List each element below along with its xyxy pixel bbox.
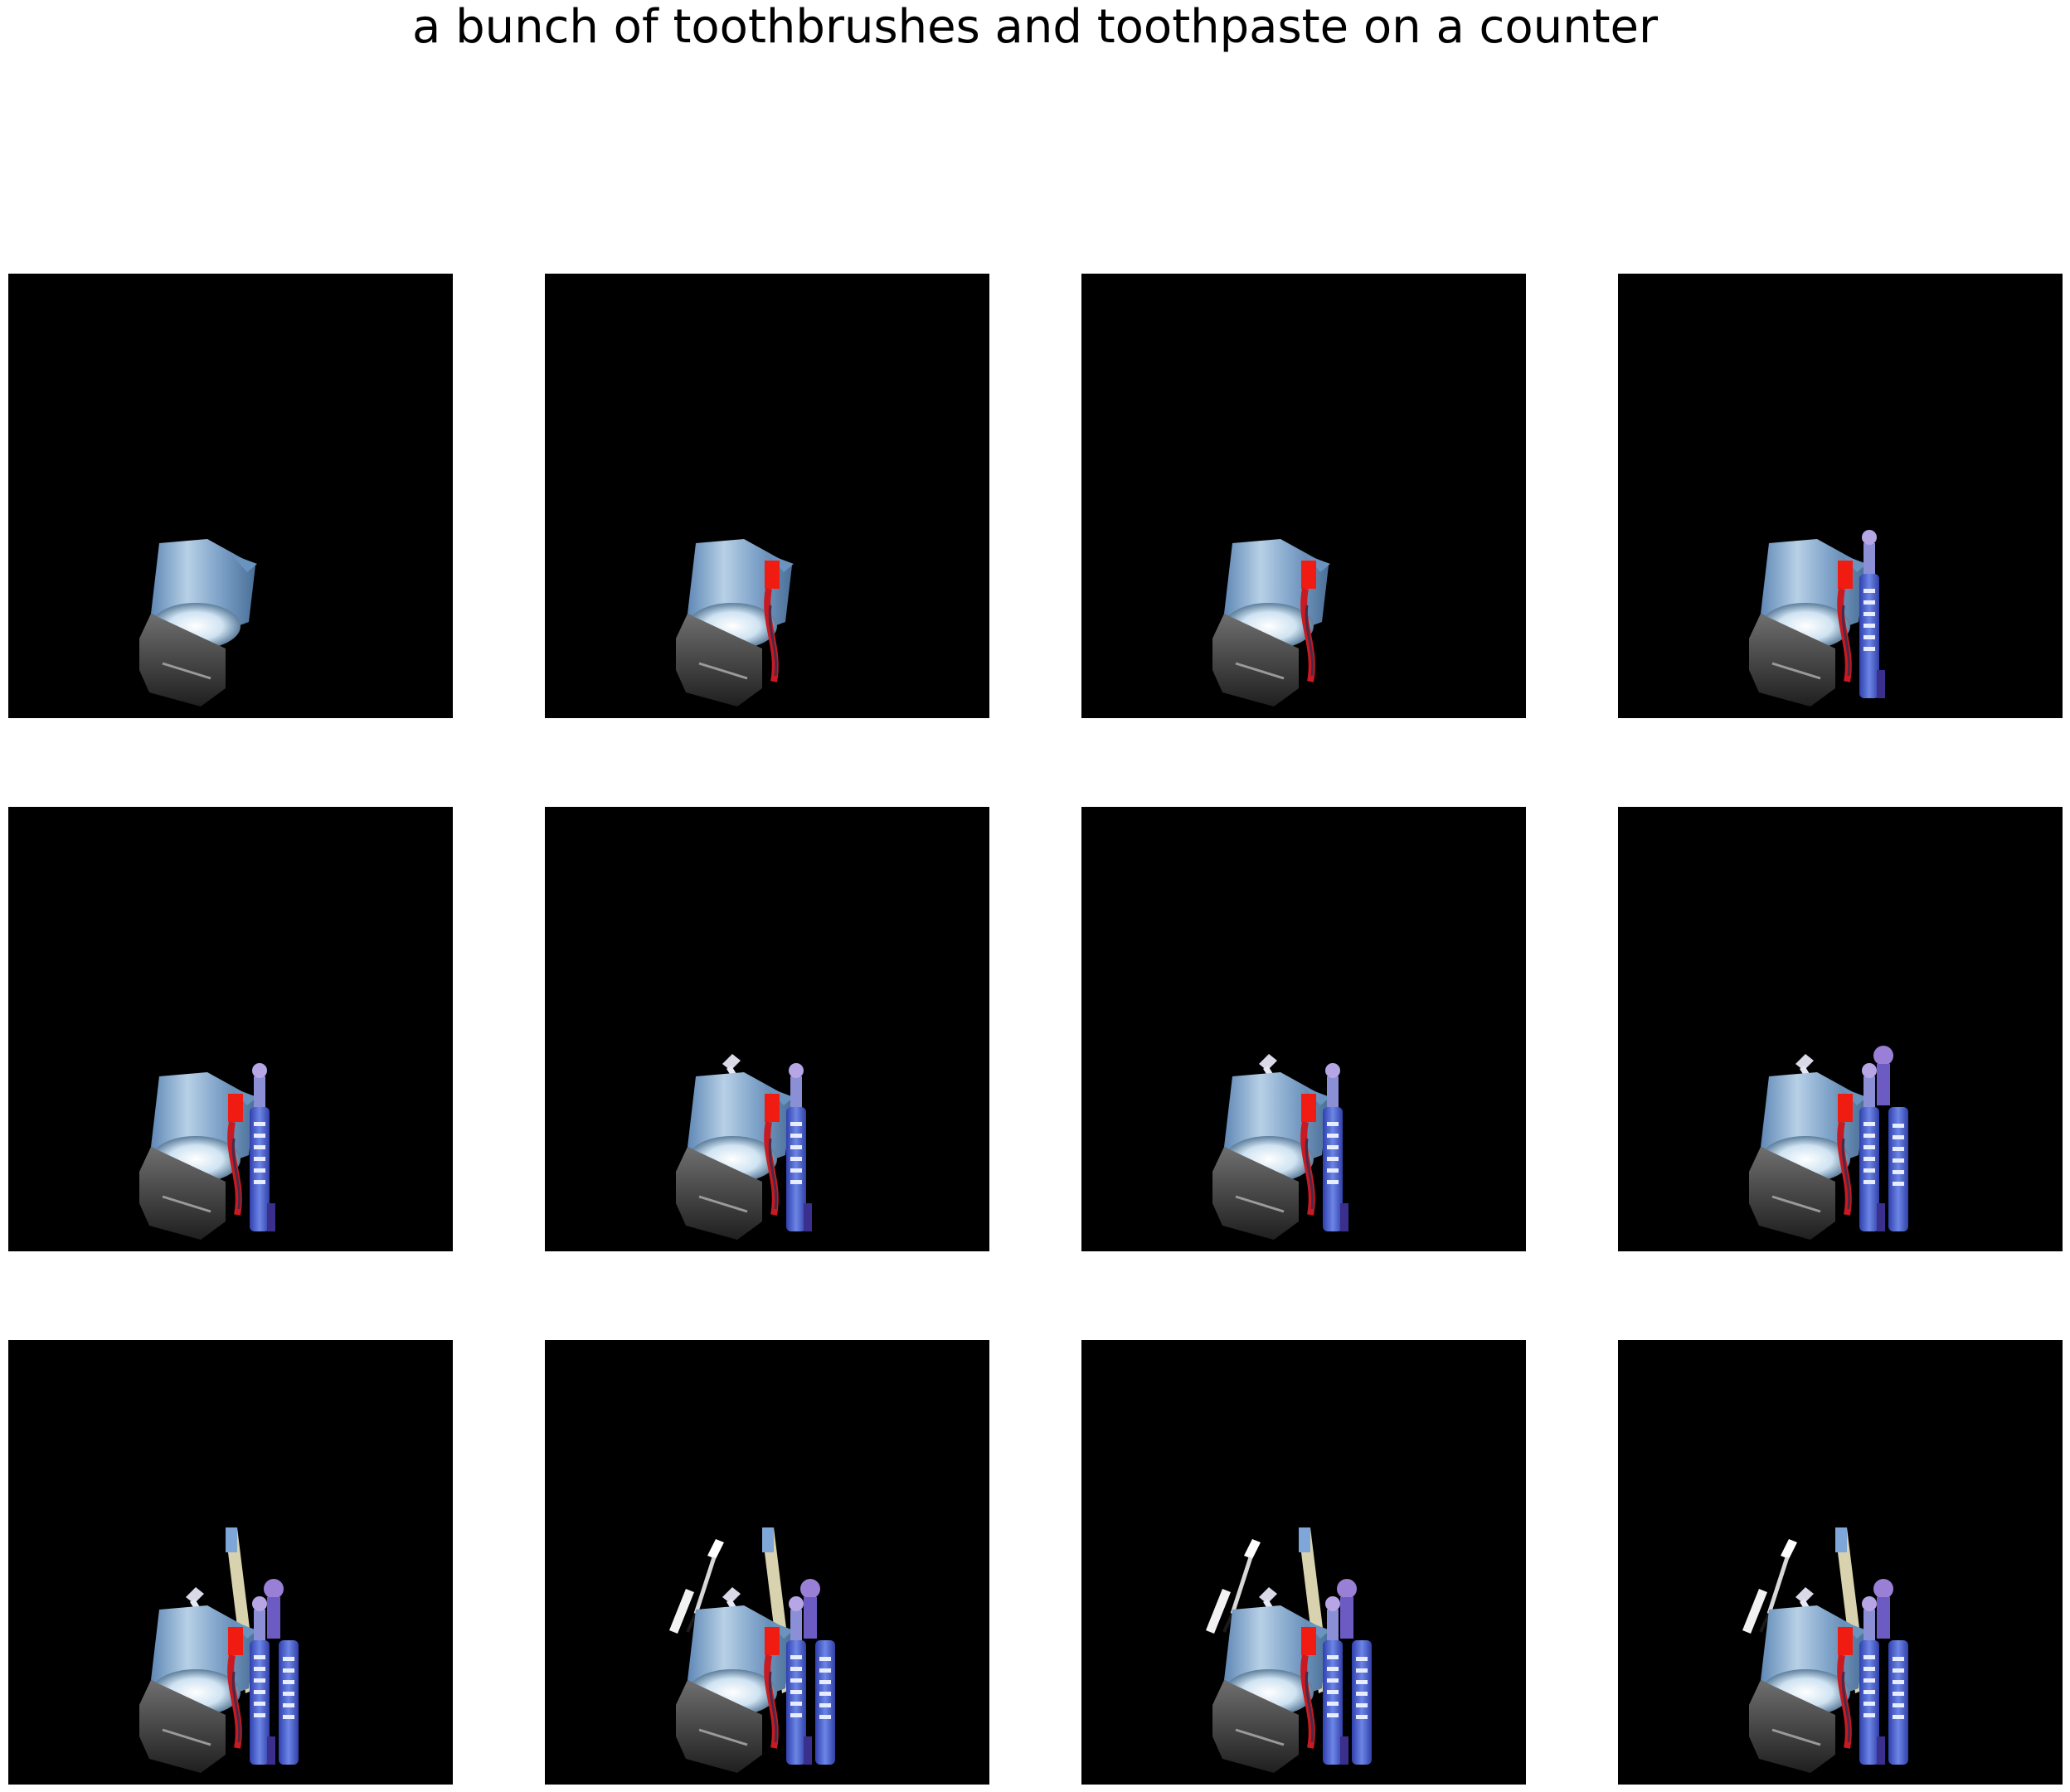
frame-image [1749,1046,1908,1240]
purple-toothbrush-object [264,1579,299,1765]
frame-image [669,1527,835,1773]
frame-7 [1081,807,1526,1251]
red-toothbrush-object [227,1094,243,1216]
purple-toothbrush-object [1337,1579,1372,1765]
frame-image [139,1063,275,1240]
electric-toothbrush-object [250,1596,275,1765]
frame-image [1749,530,1885,707]
frame-6 [545,807,989,1251]
figure-title: a bunch of toothbrushes and toothpaste o… [411,0,1659,54]
electric-toothbrush-object [1859,1596,1885,1765]
white-toothbrush-object [1742,1539,1797,1634]
frame-1 [8,274,453,718]
frame-8 [1618,807,2063,1251]
white-toothbrush-object [1206,1539,1261,1634]
cup-object [139,539,257,707]
frame-image [1206,1527,1372,1773]
red-toothbrush-object [1837,1094,1853,1216]
electric-toothbrush-object [250,1063,275,1231]
frame-11 [1081,1340,1526,1785]
frame-9 [8,1340,453,1785]
frame-2 [545,274,989,718]
frame-image [1742,1527,1908,1773]
frame-image [1212,539,1330,707]
frame-image [1212,1054,1348,1240]
red-toothbrush-object [227,1627,243,1749]
cup-object [139,1072,257,1240]
frame-10 [545,1340,989,1785]
frame-image [676,1054,812,1240]
frame-image [139,539,257,707]
red-toothbrush-object [1837,1627,1853,1749]
electric-toothbrush-object [786,1063,812,1231]
purple-toothbrush-object [1873,1046,1908,1231]
electric-toothbrush-object [1323,1063,1348,1231]
red-toothbrush-object [764,1627,780,1749]
electric-toothbrush-object [1859,530,1885,698]
red-toothbrush-object [1300,561,1316,682]
red-toothbrush-object [1837,561,1853,682]
frame-5 [8,807,453,1251]
purple-toothbrush-object [1873,1579,1908,1765]
red-toothbrush-object [764,1094,780,1216]
electric-toothbrush-object [1859,1063,1885,1231]
red-toothbrush-object [1300,1627,1316,1749]
frame-image [139,1527,299,1773]
white-toothbrush-object [669,1539,724,1634]
frame-12 [1618,1340,2063,1785]
red-toothbrush-object [764,561,780,682]
frame-3 [1081,274,1526,718]
purple-toothbrush-object [800,1579,835,1765]
electric-toothbrush-object [1323,1596,1348,1765]
electric-toothbrush-object [786,1596,812,1765]
frame-4 [1618,274,2063,718]
frame-image [676,539,794,707]
red-toothbrush-object [1300,1094,1316,1216]
